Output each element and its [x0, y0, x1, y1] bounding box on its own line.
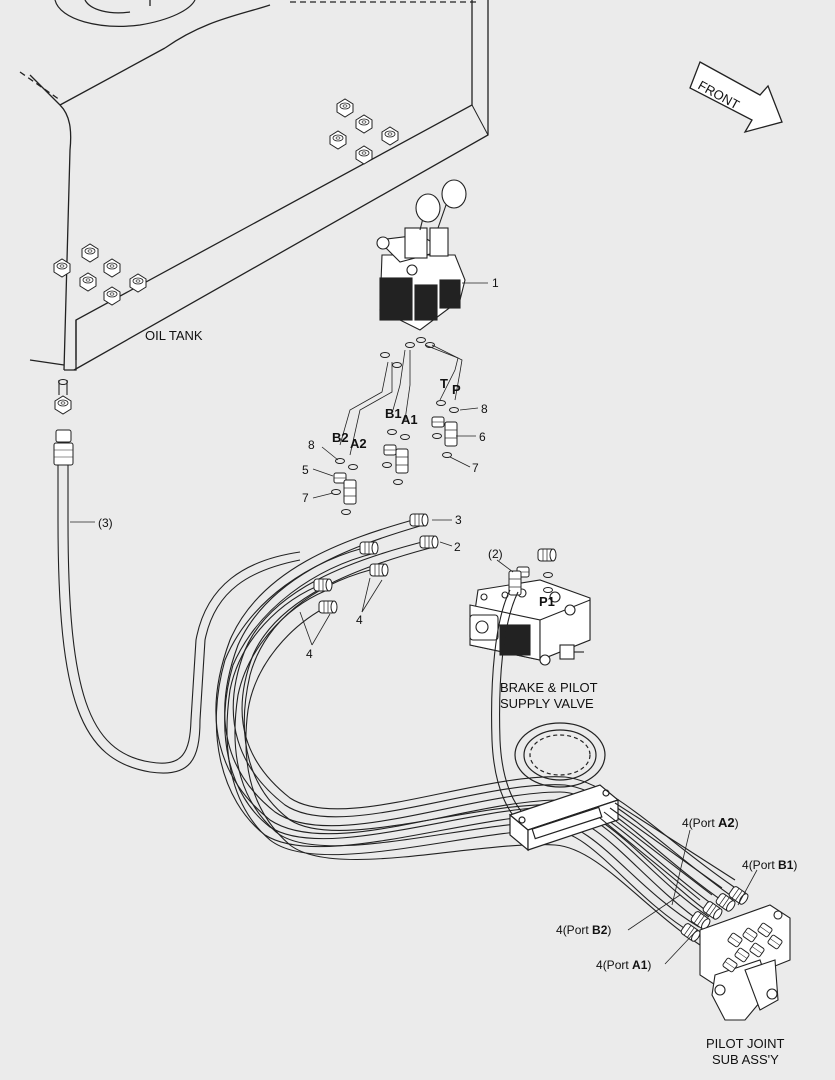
callout-7-right: 7: [472, 461, 479, 475]
pilot-valve-port-rings: [380, 337, 435, 368]
port-A2-label: A2: [350, 436, 367, 451]
port-B1-label: B1: [385, 406, 402, 421]
port-B1-callout-port: B1: [778, 858, 794, 872]
port-T-label: T: [440, 376, 448, 391]
brake-valve-label-line1: BRAKE & PILOT: [500, 680, 598, 695]
port-B2-callout-port: B2: [592, 923, 608, 937]
port-B1-callout-prefix: (Port: [749, 858, 778, 872]
pilot-joint-sub-assy: [699, 904, 791, 1021]
port-A2-callout: 4(Port A2): [682, 815, 739, 830]
tank-return-fittings: [53, 379, 74, 466]
port-A1-callout-prefix: (Port: [603, 958, 632, 972]
pilot-valve-joystick: [376, 179, 467, 331]
hoses-to-pilot-joint: [599, 802, 736, 901]
ref-callout-2: (2): [488, 547, 503, 561]
port-A1-callout-num: 4: [596, 958, 603, 972]
port-A1-callout-port: A1: [632, 958, 648, 972]
callout-5: 5: [302, 463, 309, 477]
hose-elbow-fittings: [313, 513, 439, 614]
supply-hose: [491, 589, 535, 831]
pilot-joint-label-line1: PILOT JOINT: [706, 1036, 785, 1051]
port-A2-callout-prefix: (Port: [689, 816, 718, 830]
port-B1-callout-num: 4: [742, 858, 749, 872]
callout-4-center: 4: [356, 613, 363, 627]
oil-tank: [19, 0, 489, 371]
tank-bolt-cluster-upper: [329, 98, 399, 165]
port-A1-callout-suffix: ): [647, 958, 651, 972]
port-B1-callout: 4(Port B1): [742, 858, 797, 872]
port-B2-label: B2: [332, 430, 349, 445]
port-A2-callout-port: A2: [718, 815, 735, 830]
brake-pilot-supply-valve: [469, 579, 591, 666]
port-A2-callout-num: 4: [682, 816, 689, 830]
oil-tank-label: OIL TANK: [145, 328, 203, 343]
brake-valve-label-line2: SUPPLY VALVE: [500, 696, 594, 711]
callout-4-left: 4: [306, 647, 313, 661]
callout-8-upper: 8: [481, 402, 488, 416]
callout-1: 1: [492, 276, 499, 290]
pilot-hose-bundle: [215, 517, 735, 946]
port-B2-callout-suffix: ): [607, 923, 611, 937]
tank-return-hose: [57, 380, 301, 774]
port-B2-callout-prefix: (Port: [563, 923, 592, 937]
port-B2-callout-num: 4: [556, 923, 563, 937]
port-P1-label: P1: [539, 594, 555, 609]
callout-7-left: 7: [302, 491, 309, 505]
callout-3: 3: [455, 513, 462, 527]
callout-8-lower: 8: [308, 438, 315, 452]
fitting-leader-lines: [339, 344, 463, 456]
hose-clamp-bracket: [508, 722, 620, 852]
ref-callout-3: (3): [98, 516, 113, 530]
port-B1-callout-suffix: ): [793, 858, 797, 872]
front-arrow: FRONT: [689, 61, 783, 134]
pilot-joint-label-line2: SUB ASS'Y: [712, 1052, 779, 1067]
port-A1-callout: 4(Port A1): [596, 958, 651, 972]
port-P-label: P: [452, 382, 461, 397]
port-B2-callout: 4(Port B2): [556, 923, 611, 937]
port-A2-callout-suffix: ): [735, 816, 739, 830]
callout-6: 6: [479, 430, 486, 444]
port-A1-label: A1: [401, 412, 418, 427]
callout-2: 2: [454, 540, 461, 554]
